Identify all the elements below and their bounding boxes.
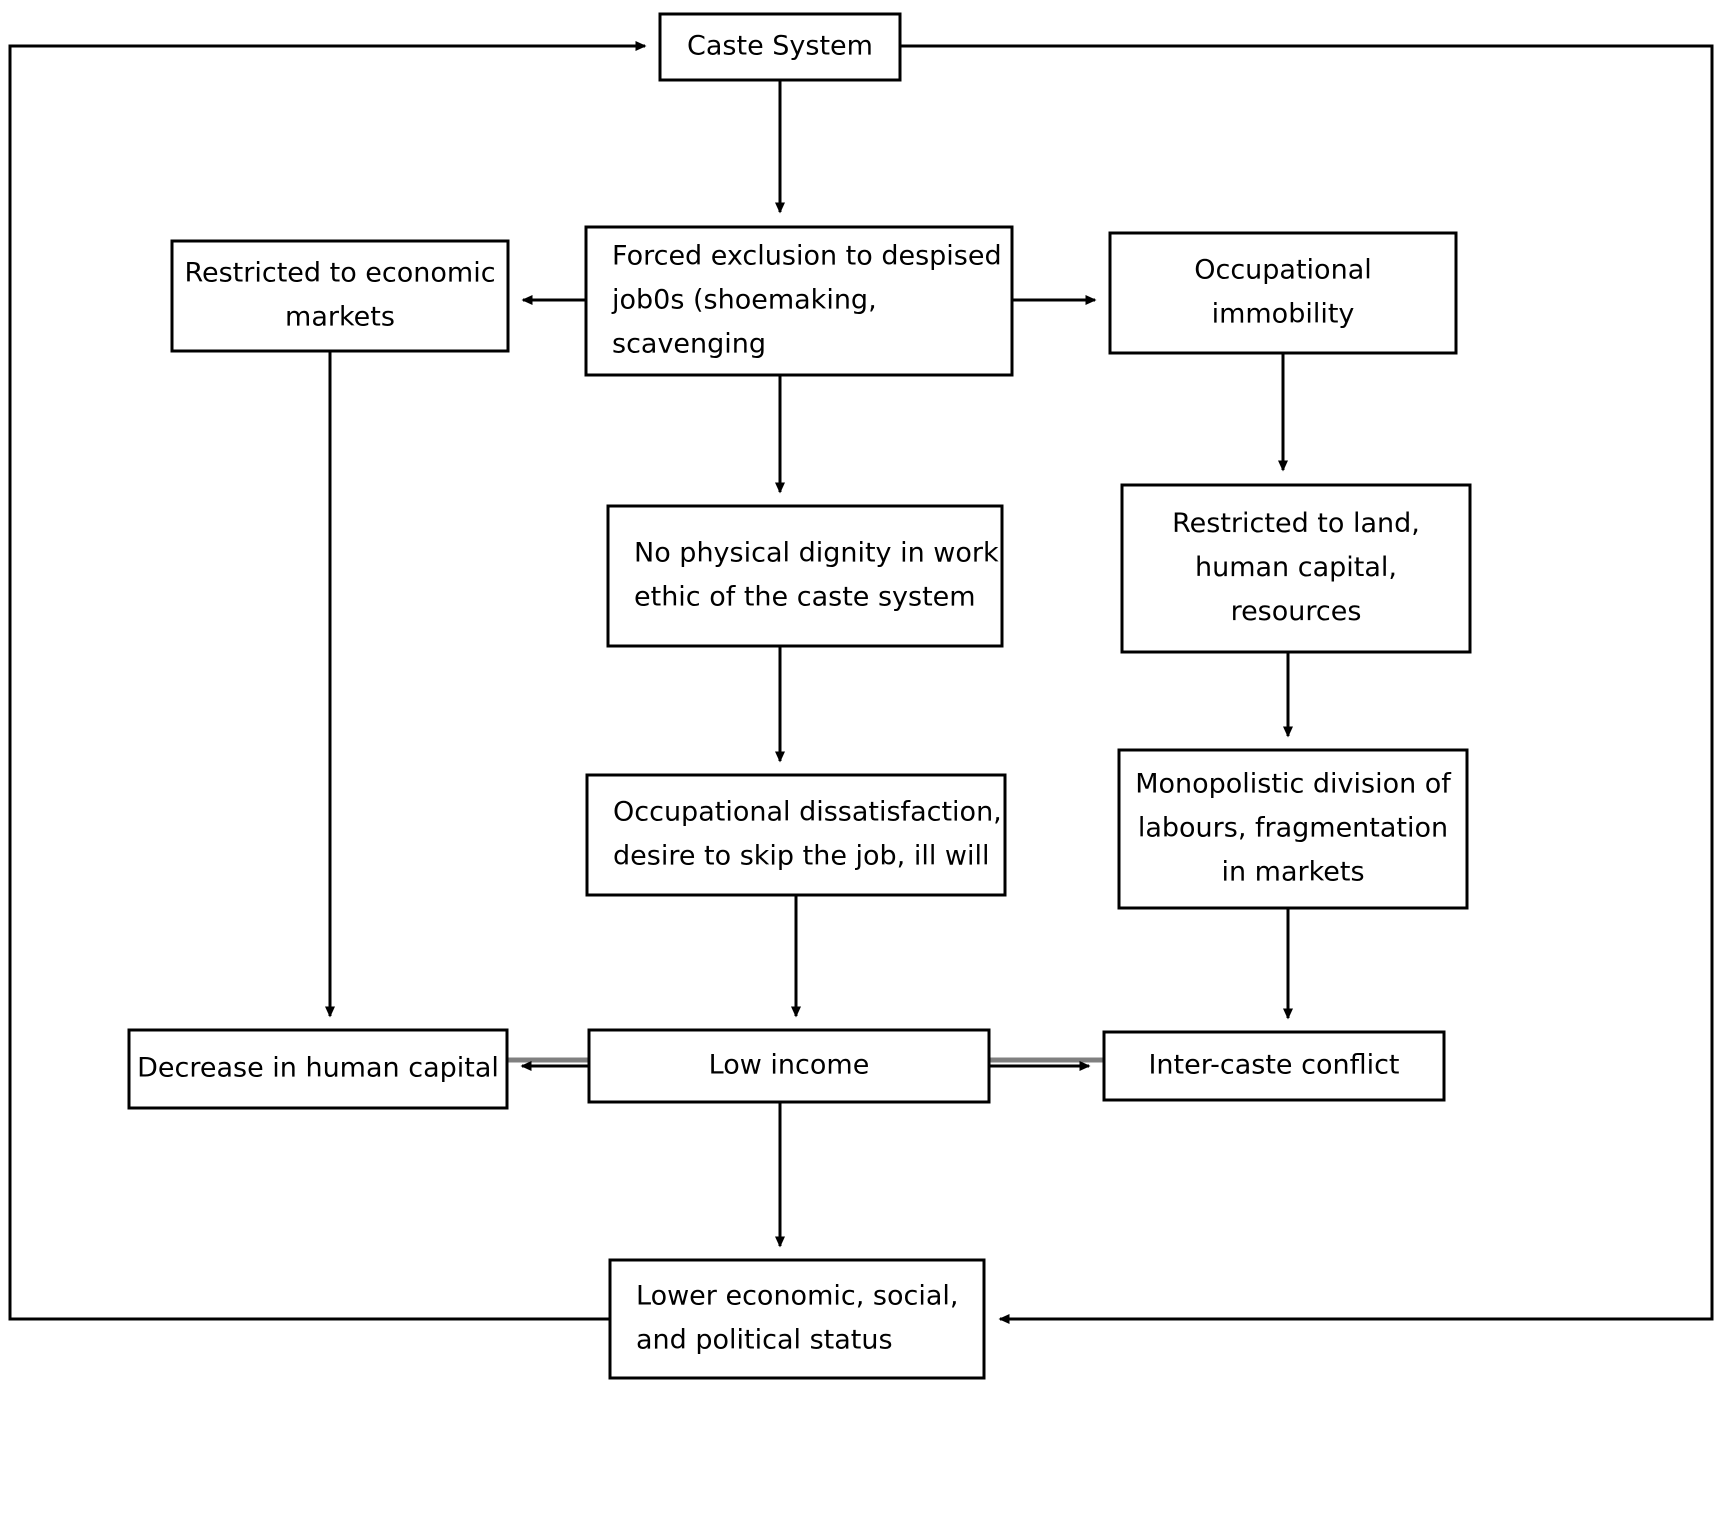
node-occupational-dissatisfaction[interactable]: Occupational dissatisfaction, desire to s… bbox=[585, 773, 1007, 897]
node-forced-exclusion[interactable]: Forced exclusion to despised job0s (shoem… bbox=[584, 225, 1014, 377]
node-box-caste-system[interactable] bbox=[658, 12, 902, 82]
node-label-occupational-dissatisfaction-line-1: Occupational dissatisfaction, bbox=[613, 797, 1002, 828]
node-label-decrease-in-human-capital-line-1: Decrease in human capital bbox=[137, 1053, 499, 1084]
node-label-caste-system-line-1: Caste System bbox=[687, 31, 873, 62]
node-label-lower-economic-social-political-status-line-1: Lower economic, social, bbox=[636, 1281, 958, 1312]
node-label-monopolistic-division-of-labours-line-1: Monopolistic division of bbox=[1135, 769, 1452, 800]
node-label-restricted-to-economic-markets-line-1: Restricted to economic bbox=[184, 258, 495, 289]
node-box-restricted-to-economic-markets[interactable] bbox=[170, 239, 510, 353]
edge-feedback-left-loop bbox=[8, 41, 647, 1321]
node-box-decrease-in-human-capital[interactable] bbox=[127, 1028, 509, 1110]
node-box-low-income[interactable] bbox=[587, 1028, 991, 1104]
node-label-restricted-to-economic-markets-line-2: markets bbox=[285, 302, 395, 333]
node-box-no-physical-dignity[interactable] bbox=[606, 504, 1004, 648]
node-label-restricted-to-land-line-2: human capital, bbox=[1195, 552, 1397, 583]
node-label-restricted-to-land-line-3: resources bbox=[1231, 596, 1362, 627]
node-label-occupational-immobility-line-1: Occupational bbox=[1194, 255, 1372, 286]
node-box-lower-economic-social-political-status[interactable] bbox=[608, 1258, 986, 1380]
node-inter-caste-conflict[interactable]: Inter-caste conflict bbox=[1102, 1030, 1446, 1102]
node-label-low-income-line-1: Low income bbox=[709, 1050, 870, 1081]
node-label-forced-exclusion-line-1: Forced exclusion to despised bbox=[612, 241, 1002, 272]
node-label-forced-exclusion-line-3: scavenging bbox=[612, 329, 766, 360]
node-caste-system[interactable]: Caste System bbox=[658, 12, 902, 82]
node-lower-economic-social-political-status[interactable]: Lower economic, social, and political sta… bbox=[608, 1258, 986, 1380]
node-box-occupational-immobility[interactable] bbox=[1108, 231, 1458, 355]
node-label-no-physical-dignity-line-2: ethic of the caste system bbox=[634, 582, 976, 613]
node-label-inter-caste-conflict-line-1: Inter-caste conflict bbox=[1148, 1050, 1399, 1081]
node-box-forced-exclusion[interactable] bbox=[584, 225, 1014, 377]
node-decrease-in-human-capital[interactable]: Decrease in human capital bbox=[127, 1028, 509, 1110]
node-restricted-to-land[interactable]: Restricted to land, human capital, resourc… bbox=[1120, 483, 1472, 654]
node-restricted-to-economic-markets[interactable]: Restricted to economic markets bbox=[170, 239, 510, 353]
node-label-restricted-to-land-line-1: Restricted to land, bbox=[1172, 508, 1420, 539]
node-box-inter-caste-conflict[interactable] bbox=[1102, 1030, 1446, 1102]
node-label-forced-exclusion-line-2: job0s (shoemaking, bbox=[611, 285, 877, 316]
node-label-no-physical-dignity-line-1: No physical dignity in work bbox=[634, 538, 999, 569]
edge-feedback-right-loop bbox=[900, 44, 1714, 1324]
node-no-physical-dignity[interactable]: No physical dignity in work ethic of the … bbox=[606, 504, 1004, 648]
node-low-income[interactable]: Low income bbox=[587, 1028, 991, 1104]
node-label-monopolistic-division-of-labours-line-3: in markets bbox=[1221, 857, 1364, 888]
node-box-monopolistic-division-of-labours[interactable] bbox=[1117, 748, 1469, 910]
node-box-occupational-dissatisfaction[interactable] bbox=[585, 773, 1007, 897]
node-box-restricted-to-land[interactable] bbox=[1120, 483, 1472, 654]
node-label-lower-economic-social-political-status-line-2: and political status bbox=[636, 1325, 893, 1356]
node-label-monopolistic-division-of-labours-line-2: labours, fragmentation bbox=[1138, 813, 1448, 844]
node-label-occupational-dissatisfaction-line-2: desire to skip the job, ill will bbox=[613, 841, 990, 872]
node-monopolistic-division-of-labours[interactable]: Monopolistic division of labours, fragmen… bbox=[1117, 748, 1469, 910]
node-label-occupational-immobility-line-2: immobility bbox=[1212, 299, 1355, 330]
node-occupational-immobility[interactable]: Occupational immobility bbox=[1108, 231, 1458, 355]
